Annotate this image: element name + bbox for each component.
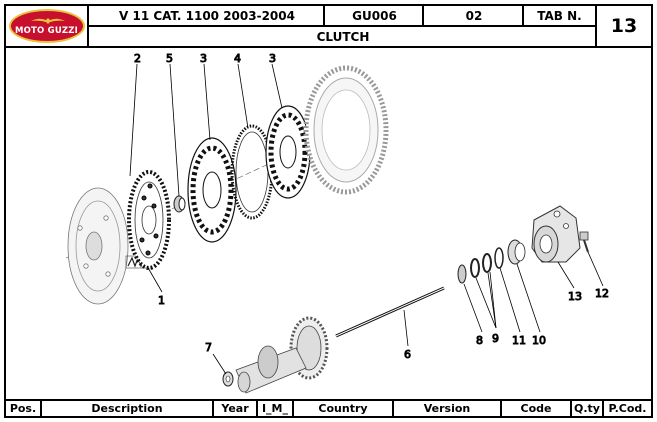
col-code: Code bbox=[502, 401, 572, 416]
brand-logo: MOTO GUZZI bbox=[8, 9, 85, 43]
part-steel-ring-4 bbox=[230, 124, 274, 220]
tab-number: 13 bbox=[595, 6, 651, 46]
exploded-diagram-area: 2 5 3 4 3 1 6 7 8 9 11 10 13 12 bbox=[4, 48, 653, 400]
part-bleed-screw-12 bbox=[579, 231, 589, 253]
callout-4: 4 bbox=[234, 52, 241, 65]
callout-7: 7 bbox=[205, 341, 212, 354]
part-oring-9 bbox=[470, 253, 492, 278]
leader-lines bbox=[129, 63, 604, 375]
code-cell: GU006 bbox=[325, 6, 424, 27]
model-cell: V 11 CAT. 1100 2003-2004 bbox=[89, 6, 325, 27]
part-slave-cylinder-13 bbox=[531, 205, 581, 263]
part-friction-disc-3a bbox=[187, 137, 237, 243]
part-bushing-10 bbox=[507, 239, 526, 265]
callout-11: 11 bbox=[512, 334, 526, 347]
header-table: MOTO GUZZI V 11 CAT. 1100 2003-2004 GU00… bbox=[4, 4, 653, 48]
divider bbox=[522, 6, 524, 27]
part-ring-11 bbox=[494, 247, 504, 269]
part-friction-disc-3b bbox=[265, 105, 311, 199]
exploded-diagram: 2 5 3 4 3 1 6 7 8 9 11 10 13 12 bbox=[65, 52, 610, 394]
callout-3a: 3 bbox=[200, 52, 207, 65]
part-washer-7 bbox=[222, 371, 234, 387]
callout-2: 2 bbox=[134, 52, 141, 65]
callout-3b: 3 bbox=[269, 52, 276, 65]
part-flywheel bbox=[67, 187, 129, 305]
col-im: I_M_ bbox=[258, 401, 294, 416]
number-cell: 02 bbox=[424, 6, 524, 27]
eagle-icon bbox=[30, 18, 65, 24]
part-gear-hub bbox=[235, 316, 329, 394]
part-bushing-5 bbox=[173, 195, 186, 213]
col-pcod: P.Cod. bbox=[608, 402, 647, 415]
divider bbox=[422, 6, 424, 27]
logo-cell: MOTO GUZZI bbox=[6, 6, 89, 46]
brand-name: MOTO GUZZI bbox=[14, 26, 79, 36]
callout-6: 6 bbox=[404, 348, 411, 361]
part-clutch-plate-2 bbox=[127, 170, 171, 270]
callout-9: 9 bbox=[492, 332, 499, 345]
col-year: Year bbox=[214, 401, 258, 416]
col-description: Description bbox=[42, 401, 214, 416]
col-qty: Q.ty bbox=[572, 401, 604, 416]
col-version: Version bbox=[394, 401, 502, 416]
callout-12: 12 bbox=[595, 287, 609, 300]
callout-5: 5 bbox=[166, 52, 173, 65]
callout-8: 8 bbox=[476, 334, 483, 347]
callout-1: 1 bbox=[158, 294, 165, 307]
col-country: Country bbox=[294, 401, 394, 416]
title-cell: CLUTCH bbox=[316, 29, 370, 44]
parts-table-header: Pos. Description Year I_M_ Country Versi… bbox=[4, 399, 653, 418]
part-starter-ring-gear bbox=[303, 65, 389, 195]
part-shaft-6 bbox=[335, 286, 445, 338]
tab-label-cell: TAB N. bbox=[524, 6, 595, 27]
callout-13: 13 bbox=[568, 290, 582, 303]
part-washer-8 bbox=[457, 264, 467, 284]
col-pos: Pos. bbox=[6, 401, 42, 416]
divider bbox=[323, 6, 325, 27]
callout-10: 10 bbox=[532, 334, 546, 347]
